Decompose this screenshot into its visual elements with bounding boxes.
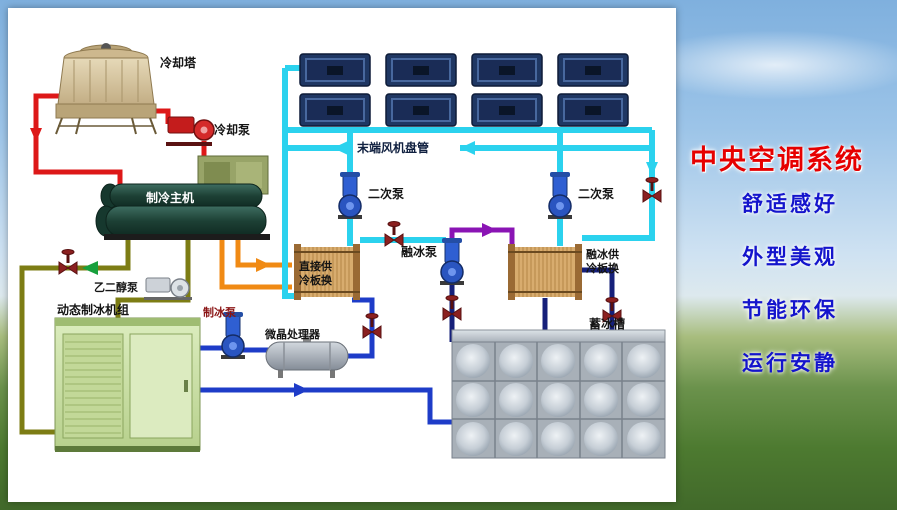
glycol-pump — [144, 277, 192, 300]
melt-cooling-heat-exchanger — [508, 244, 582, 300]
feature-item-quiet: 运行安静 — [742, 352, 838, 375]
pipe-segment — [235, 238, 292, 268]
feature-item-comfort: 舒适感好 — [742, 193, 838, 216]
cooling-tower — [55, 43, 157, 135]
fan-coil-units — [299, 53, 629, 127]
fan-coil-unit — [299, 93, 371, 127]
flow-arrows-cyan — [333, 141, 658, 176]
fan-coil-unit — [557, 53, 629, 87]
label-secondary-pump-left: 二次泵 — [368, 186, 404, 201]
pipes-ice-water — [200, 297, 452, 425]
melt-pump — [439, 237, 465, 286]
feature-list: 舒适感好 外型美观 节能环保 运行安静 — [742, 188, 838, 400]
flow-arrows-purple — [482, 223, 497, 237]
ice-making-unit — [54, 317, 201, 452]
label-melt-hx-line1: 融冰供 — [586, 247, 619, 261]
pipe-segment — [200, 387, 452, 425]
fan-coil-unit — [471, 53, 543, 87]
fan-coil-unit — [385, 53, 457, 87]
label-ice-maker: 动态制冰机组 — [57, 302, 129, 317]
flow-arrow-down-icon — [30, 128, 42, 142]
flow-arrows-red — [30, 128, 42, 142]
pipes-direct-cooling — [219, 238, 292, 290]
flow-arrow-left-icon — [82, 261, 98, 275]
label-secondary-pump-right: 二次泵 — [578, 186, 614, 201]
flow-arrow-down-icon — [646, 162, 658, 176]
label-ice-tank: 蓄冰槽 — [589, 316, 625, 331]
flow-arrow-left-icon — [333, 141, 348, 155]
flow-arrows-green — [82, 261, 98, 275]
hvac-diagram: 冷却塔 冷却泵 制冷主机 末端风机盘管 二次泵 二次泵 融冰泵 直接供 冷板换 … — [19, 43, 666, 459]
feature-item-appearance: 外型美观 — [742, 246, 838, 269]
fan-coil-unit — [385, 93, 457, 127]
label-crystal-processor: 微晶处理器 — [264, 327, 321, 341]
secondary-pump-left — [337, 171, 363, 220]
flow-arrow-right-icon — [256, 258, 271, 272]
pipe-segment — [282, 68, 294, 299]
chiller-unit — [95, 155, 270, 240]
flow-arrows-orange — [256, 258, 271, 272]
label-glycol-pump: 乙二醇泵 — [94, 280, 138, 294]
cooling-pump — [166, 116, 215, 146]
label-fan-coil: 末端风机盘管 — [357, 140, 429, 155]
label-cooling-pump: 冷却泵 — [214, 122, 250, 137]
fan-coil-unit — [471, 93, 543, 127]
label-direct-hx-line2: 冷板换 — [299, 273, 333, 287]
feature-item-energy: 节能环保 — [742, 299, 838, 322]
pipe-segment — [19, 236, 131, 435]
label-direct-hx-line1: 直接供 — [299, 259, 332, 273]
flow-arrows-blue — [294, 383, 309, 397]
flow-arrow-right-icon — [294, 383, 309, 397]
pipe-segment — [582, 267, 615, 342]
pipe-segment — [346, 297, 375, 359]
fan-coil-unit — [557, 93, 629, 127]
fan-coil-unit — [299, 53, 371, 87]
flow-arrow-right-icon — [482, 223, 497, 237]
crystal-processor — [265, 336, 349, 378]
system-title: 中央空调系统 — [690, 145, 864, 175]
label-chiller: 制冷主机 — [146, 190, 194, 205]
ice-storage-tank — [451, 329, 666, 459]
diagram-board: 冷却塔 冷却泵 制冷主机 末端风机盘管 二次泵 二次泵 融冰泵 直接供 冷板换 … — [8, 8, 676, 502]
pipe-segment — [219, 238, 292, 290]
flow-arrow-left-icon — [460, 141, 475, 155]
secondary-pump-right — [547, 171, 573, 220]
label-cooling-tower: 冷却塔 — [160, 55, 197, 70]
label-ice-pump: 制冰泵 — [203, 305, 236, 319]
label-melt-pump: 融冰泵 — [401, 244, 437, 259]
direct-cooling-heat-exchanger — [294, 244, 360, 300]
label-melt-hx-line2: 冷板换 — [586, 261, 620, 275]
ice-pump — [220, 311, 246, 360]
pipe-segment — [33, 93, 123, 186]
